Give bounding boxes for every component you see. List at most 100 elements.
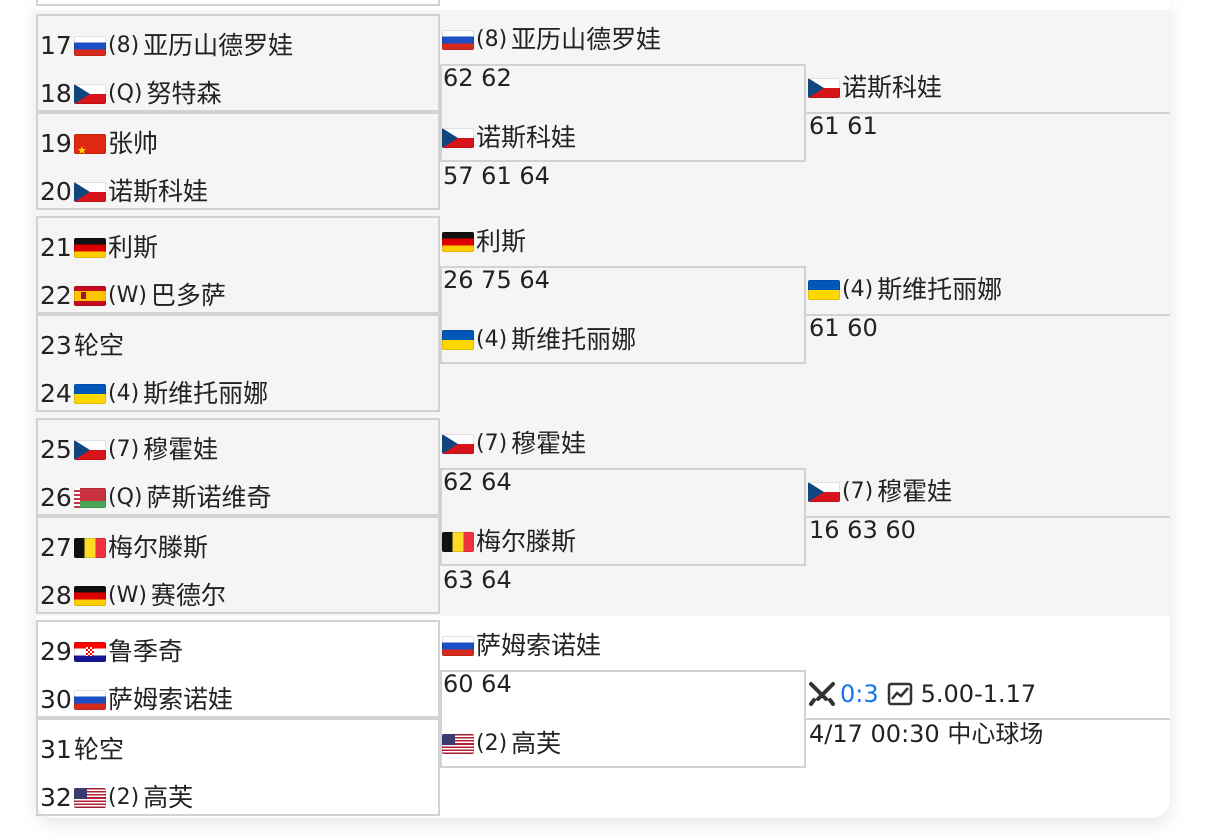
player-entry[interactable]: 28 (W)赛德尔 [40,576,226,616]
player-name: 诺斯科娃 [842,73,943,102]
match-box [36,0,440,6]
player-name: 轮空 [74,735,125,764]
player-entry[interactable]: (2)高芙 [442,724,561,764]
player-entry[interactable]: 梅尔滕斯 [442,522,576,562]
player-entry[interactable]: 26(Q)萨斯诺维奇 [40,478,272,518]
seed-tag: (Q) [108,81,143,106]
player-entry[interactable]: 25 (7)穆霍娃 [40,430,218,470]
player-entry[interactable]: 萨姆索诺娃 [442,626,601,666]
match-box [36,314,440,412]
seed-tag: (W) [108,583,147,608]
bracket-line [806,314,1170,316]
match-score: 60 64 [443,670,512,698]
player-entry[interactable]: 19张帅 [40,124,158,164]
player-entry[interactable]: 利斯 [442,222,526,262]
bracket-line [806,718,1170,720]
match-score: 57 61 64 [443,162,550,190]
player-name: 利斯 [108,233,159,262]
draw-position: 23 [40,331,72,360]
player-entry[interactable]: (8)亚历山德罗娃 [442,20,661,60]
flag-cz-icon [74,182,106,202]
player-name: 梅尔滕斯 [476,527,577,556]
match-box [440,670,806,768]
flag-cz-icon [808,78,840,98]
draw-position: 28 [40,581,72,610]
draw-position: 17 [40,31,72,60]
player-entry[interactable]: 17(8)亚历山德罗娃 [40,26,293,66]
flag-ua-icon [74,384,106,404]
bracket-line [806,516,1170,518]
player-name: 利斯 [476,227,527,256]
player-name: 穆霍娃 [143,435,219,464]
player-entry[interactable]: (7)穆霍娃 [442,424,586,464]
player-name: 梅尔滕斯 [108,533,209,562]
player-name: 努特森 [146,79,222,108]
bracket-line [806,112,1170,114]
player-name: 萨姆索诺娃 [476,631,602,660]
flag-ru-icon [74,690,106,710]
match-score: 61 61 [809,112,878,140]
player-name: 穆霍娃 [877,477,953,506]
seed-tag: (8) [108,33,140,58]
chart-icon [887,682,912,706]
player-name: 鲁季奇 [108,637,184,666]
player-entry[interactable]: 22(W)巴多萨 [40,276,226,316]
seed-tag: (8) [476,27,508,52]
player-entry[interactable]: 32(2)高芙 [40,778,193,818]
seed-tag: (2) [476,731,508,756]
draw-position: 22 [40,281,72,310]
player-entry[interactable]: 诺斯科娃 [808,68,942,108]
player-name: 斯维托丽娜 [877,275,1003,304]
player-entry[interactable]: (4)斯维托丽娜 [442,320,636,360]
seed-tag: (4) [842,277,874,302]
seed-tag: (7) [476,431,508,456]
flag-de-icon [442,232,474,252]
player-entry[interactable]: (7)穆霍娃 [808,472,952,512]
match-box [36,216,440,314]
flag-cz-icon [74,84,106,104]
seed-tag: (4) [476,327,508,352]
player-name: 斯维托丽娜 [143,379,269,408]
match-box [36,112,440,210]
player-name: 张帅 [108,129,159,158]
draw-position: 20 [40,177,72,206]
flag-hr-icon [74,642,106,662]
match-score: 62 64 [443,468,512,496]
match-score: 61 60 [809,314,878,342]
seed-tag: (2) [108,785,140,810]
flag-by-icon [74,488,106,508]
head-to-head[interactable]: 0:3 [840,680,879,708]
seed-tag: (7) [108,437,140,462]
player-entry[interactable]: 24 (4)斯维托丽娜 [40,374,268,414]
seed-tag: (4) [108,381,140,406]
player-name: 穆霍娃 [511,429,587,458]
player-entry[interactable]: 18(Q)努特森 [40,74,222,114]
player-name: 高芙 [511,729,562,758]
draw-position: 30 [40,685,72,714]
match-score: 62 62 [443,64,512,92]
draw-position: 24 [40,379,72,408]
player-name: 高芙 [143,783,194,812]
match-score: 16 63 60 [809,516,916,544]
player-name: 赛德尔 [150,581,226,610]
draw-position: 25 [40,435,72,464]
match-box [440,266,806,364]
flag-cz-icon [442,434,474,454]
flag-be-icon [442,532,474,552]
match-box [36,620,440,718]
draw-position: 31 [40,735,72,764]
draw-position: 26 [40,483,72,512]
flag-us-icon [74,788,106,808]
seed-tag: (7) [842,479,874,504]
player-entry[interactable]: 诺斯科娃 [442,118,576,158]
player-name: 巴多萨 [150,281,226,310]
player-entry[interactable]: (4)斯维托丽娜 [808,270,1002,310]
